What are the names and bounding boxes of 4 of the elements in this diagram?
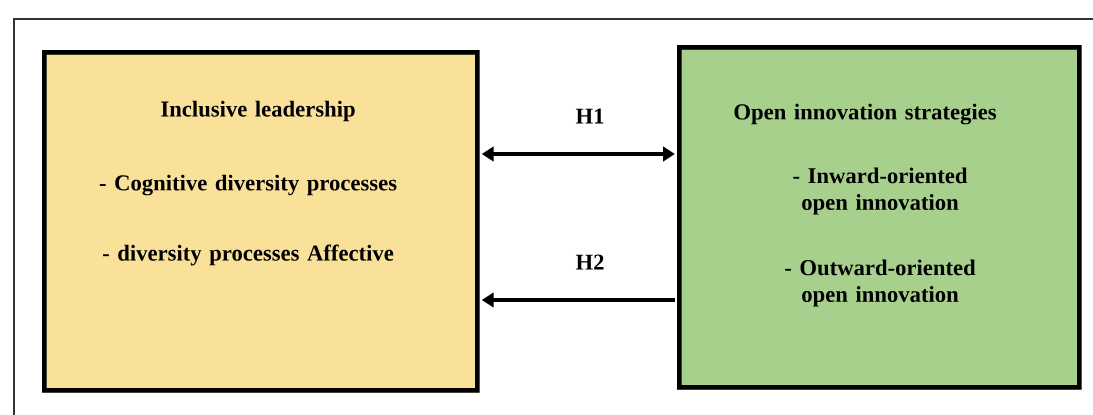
- concept-box: Inclusive leadership - Cognitive diversity processes - diversity processes Affective: [42, 50, 480, 393]
- edge-label: H2: [575, 254, 604, 270]
- concept-box: Open innovation strategies - Inward-oriented open innovation - Outward-oriented open innovation: [677, 45, 1082, 390]
- edge-label: H1: [575, 108, 604, 124]
